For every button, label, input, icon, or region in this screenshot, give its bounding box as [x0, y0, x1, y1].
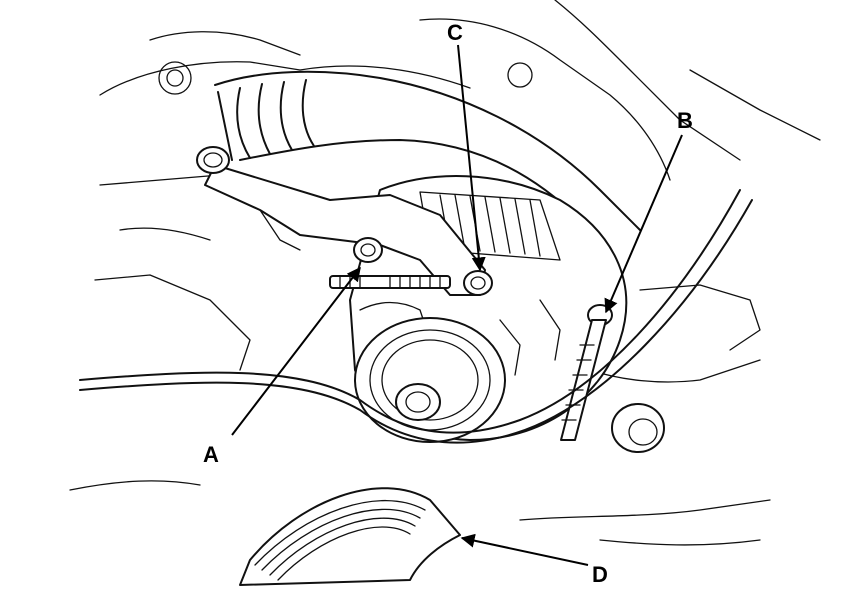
drive-belt-icon [239, 487, 461, 586]
callout-d-label: D [592, 562, 608, 587]
drive-belt-path [79, 189, 753, 444]
callout-b-leader [604, 134, 683, 314]
engine-background [69, 0, 821, 546]
callout-c-label: C [447, 20, 463, 45]
callout-a-label: A [203, 442, 219, 467]
callout-b-label: B [677, 108, 693, 133]
pulley-icon [354, 317, 506, 443]
intake-tube [214, 70, 641, 251]
lock-bolt-icon [463, 270, 493, 296]
mounting-bolt-icon [196, 146, 230, 174]
callout-a-leader [231, 266, 361, 436]
callout-c-leader [457, 44, 486, 272]
bracket-arm [204, 164, 486, 296]
round-part [611, 403, 665, 453]
callout-d-leader [460, 533, 589, 566]
